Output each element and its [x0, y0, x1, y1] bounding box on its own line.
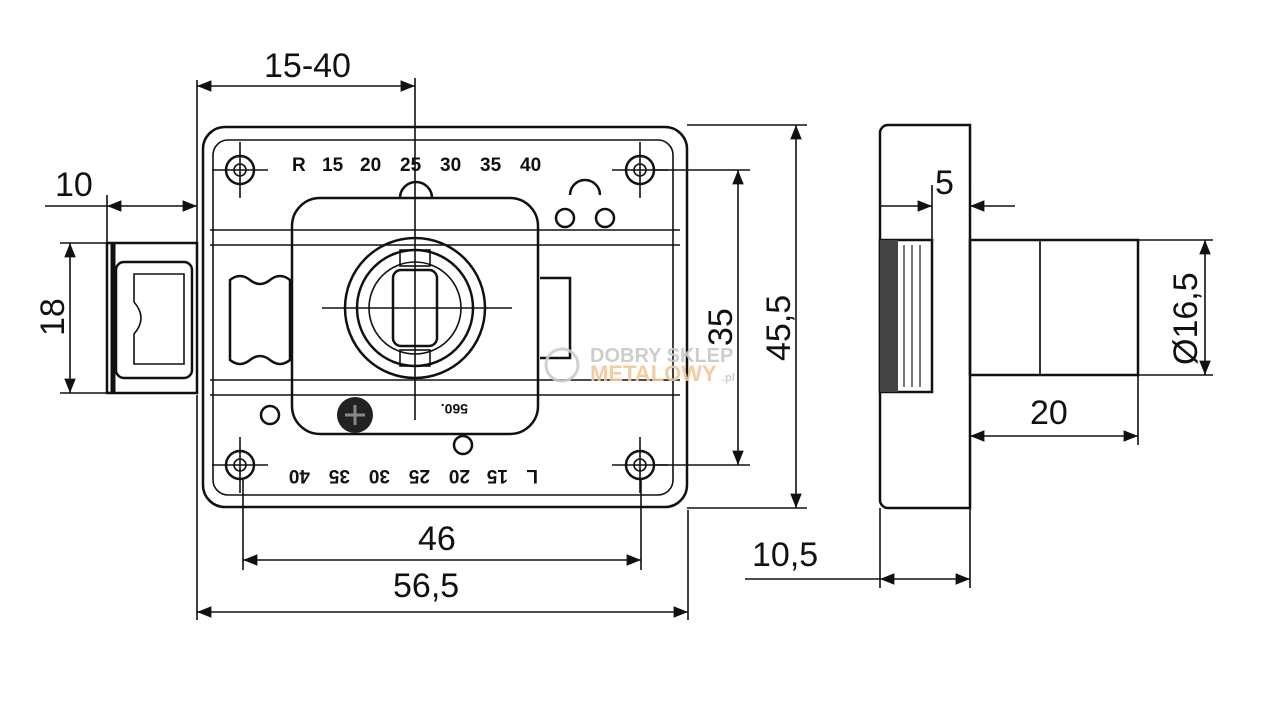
scale-label: 35: [480, 155, 502, 176]
dim-hole-horizontal: 46: [418, 520, 456, 558]
watermark-text: METALOWY: [590, 361, 717, 386]
scale-label: 25: [408, 465, 430, 486]
dim-cylinder-diameter: Ø16,5: [1167, 272, 1205, 365]
dim-cylinder-length: 20: [1030, 394, 1068, 432]
scale-label: L: [526, 465, 538, 486]
side-view: [878, 123, 1140, 510]
scale-label: 40: [289, 465, 310, 486]
dim-bolt-throw: 10: [55, 166, 93, 204]
part-marking: 560.: [441, 401, 468, 417]
dim-body-depth: 10,5: [752, 536, 818, 574]
dim-total-height: 45,5: [760, 295, 798, 361]
scale-label: R: [292, 155, 306, 176]
scale-label: 30: [440, 155, 461, 176]
scale-label: 20: [360, 155, 381, 176]
scale-label: 15: [322, 155, 344, 176]
bolt: [105, 241, 199, 395]
scale-label: 25: [400, 155, 422, 176]
watermark-suffix: .pl: [722, 372, 735, 384]
housing-plate: [201, 125, 689, 509]
scale-top: R 15 20 25 30 35 40: [292, 155, 541, 176]
dim-flange-thickness: 5: [935, 164, 954, 202]
dim-bolt-height: 18: [34, 298, 72, 336]
scale-label: 20: [449, 465, 470, 486]
dim-backset: 15-40: [264, 47, 351, 85]
scale-label: 40: [520, 155, 541, 176]
watermark: DOBRY SKLEP METALOWY .pl: [544, 345, 735, 386]
front-dimensions: 15-40 10 18 35 45,5 46 56,5: [34, 47, 807, 620]
side-dimensions: 5 Ø16,5 20 10,5: [745, 164, 1213, 588]
dim-total-width: 56,5: [393, 567, 459, 605]
watermark-text: DOBRY SKLEP: [590, 345, 733, 367]
front-view: R 15 20 25 30 35 40 L 15 20 25 30 35 40 …: [105, 78, 689, 509]
watermark-logo-icon: [544, 347, 580, 383]
dim-hole-vertical: 35: [702, 308, 740, 346]
mounting-holes: [212, 142, 668, 493]
scale-label: 15: [486, 465, 508, 486]
scale-bottom: L 15 20 25 30 35 40: [289, 465, 538, 486]
cam-carrier: [290, 196, 540, 436]
cylinder-body: [968, 238, 1140, 377]
scale-label: 30: [369, 465, 390, 486]
scale-label: 35: [328, 465, 350, 486]
